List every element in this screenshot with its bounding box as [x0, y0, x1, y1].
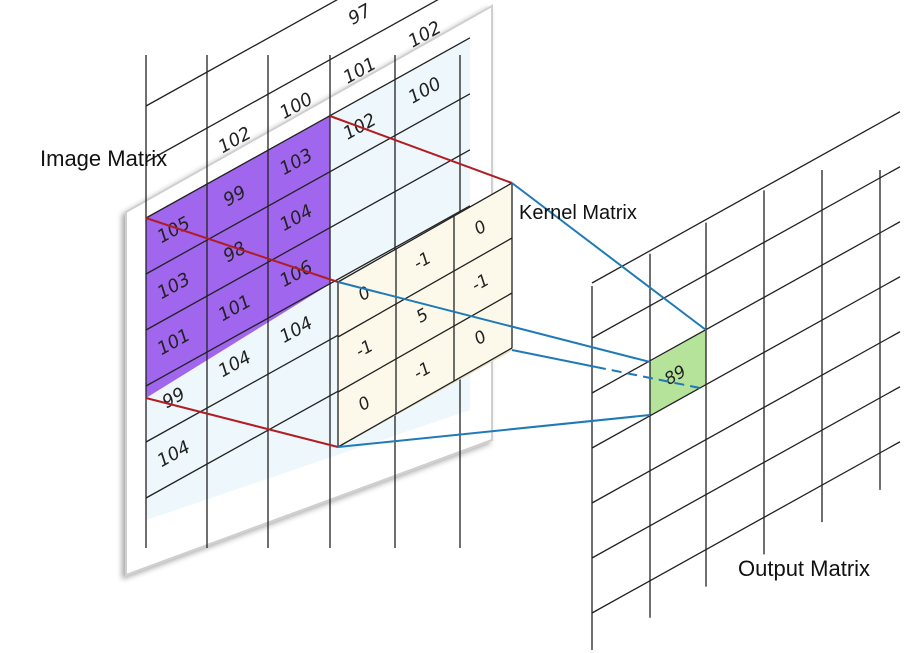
kernel-grid-row-line	[337, 182, 513, 283]
kernel-grid-row-line	[337, 292, 513, 393]
image-grid-row-line	[145, 0, 338, 107]
red-projection-lines	[145, 115, 513, 448]
blue-projection-lines	[337, 182, 707, 448]
image-matrix: 9697102100101102105991031021001039810410…	[125, 0, 493, 577]
image-grid-row-line	[145, 0, 439, 163]
output-grid-row-line	[591, 331, 901, 504]
kernel-grid-row-line	[337, 237, 513, 338]
output-highlight-cell	[650, 330, 706, 415]
output-matrix-grid	[591, 111, 901, 650]
output-matrix-label: Output Matrix	[738, 556, 870, 581]
output-grid-row-line	[591, 221, 901, 394]
image-grid-row-line	[145, 37, 471, 219]
image-highlight-region	[146, 116, 330, 398]
output-matrix: 89	[591, 111, 901, 650]
output-grid-row-line	[591, 276, 901, 449]
output-grid-row-line	[591, 441, 901, 614]
output-grid-row-line	[591, 111, 901, 284]
kernel-matrix: 0-10-15-10-10	[337, 182, 513, 448]
image-grid-row-line	[145, 93, 471, 275]
image-cell-value: 97	[345, 0, 376, 30]
image-grid-row-line	[145, 205, 471, 387]
image-grid-row-line	[145, 149, 471, 331]
output-grid-row-line	[591, 386, 901, 559]
output-grid-row-line	[591, 166, 901, 339]
kernel-grid-row-line	[337, 347, 513, 448]
kernel-matrix-grid	[337, 182, 513, 448]
kernel-matrix-label: Kernel Matrix	[519, 202, 637, 224]
image-matrix-label: Image Matrix	[40, 146, 167, 171]
